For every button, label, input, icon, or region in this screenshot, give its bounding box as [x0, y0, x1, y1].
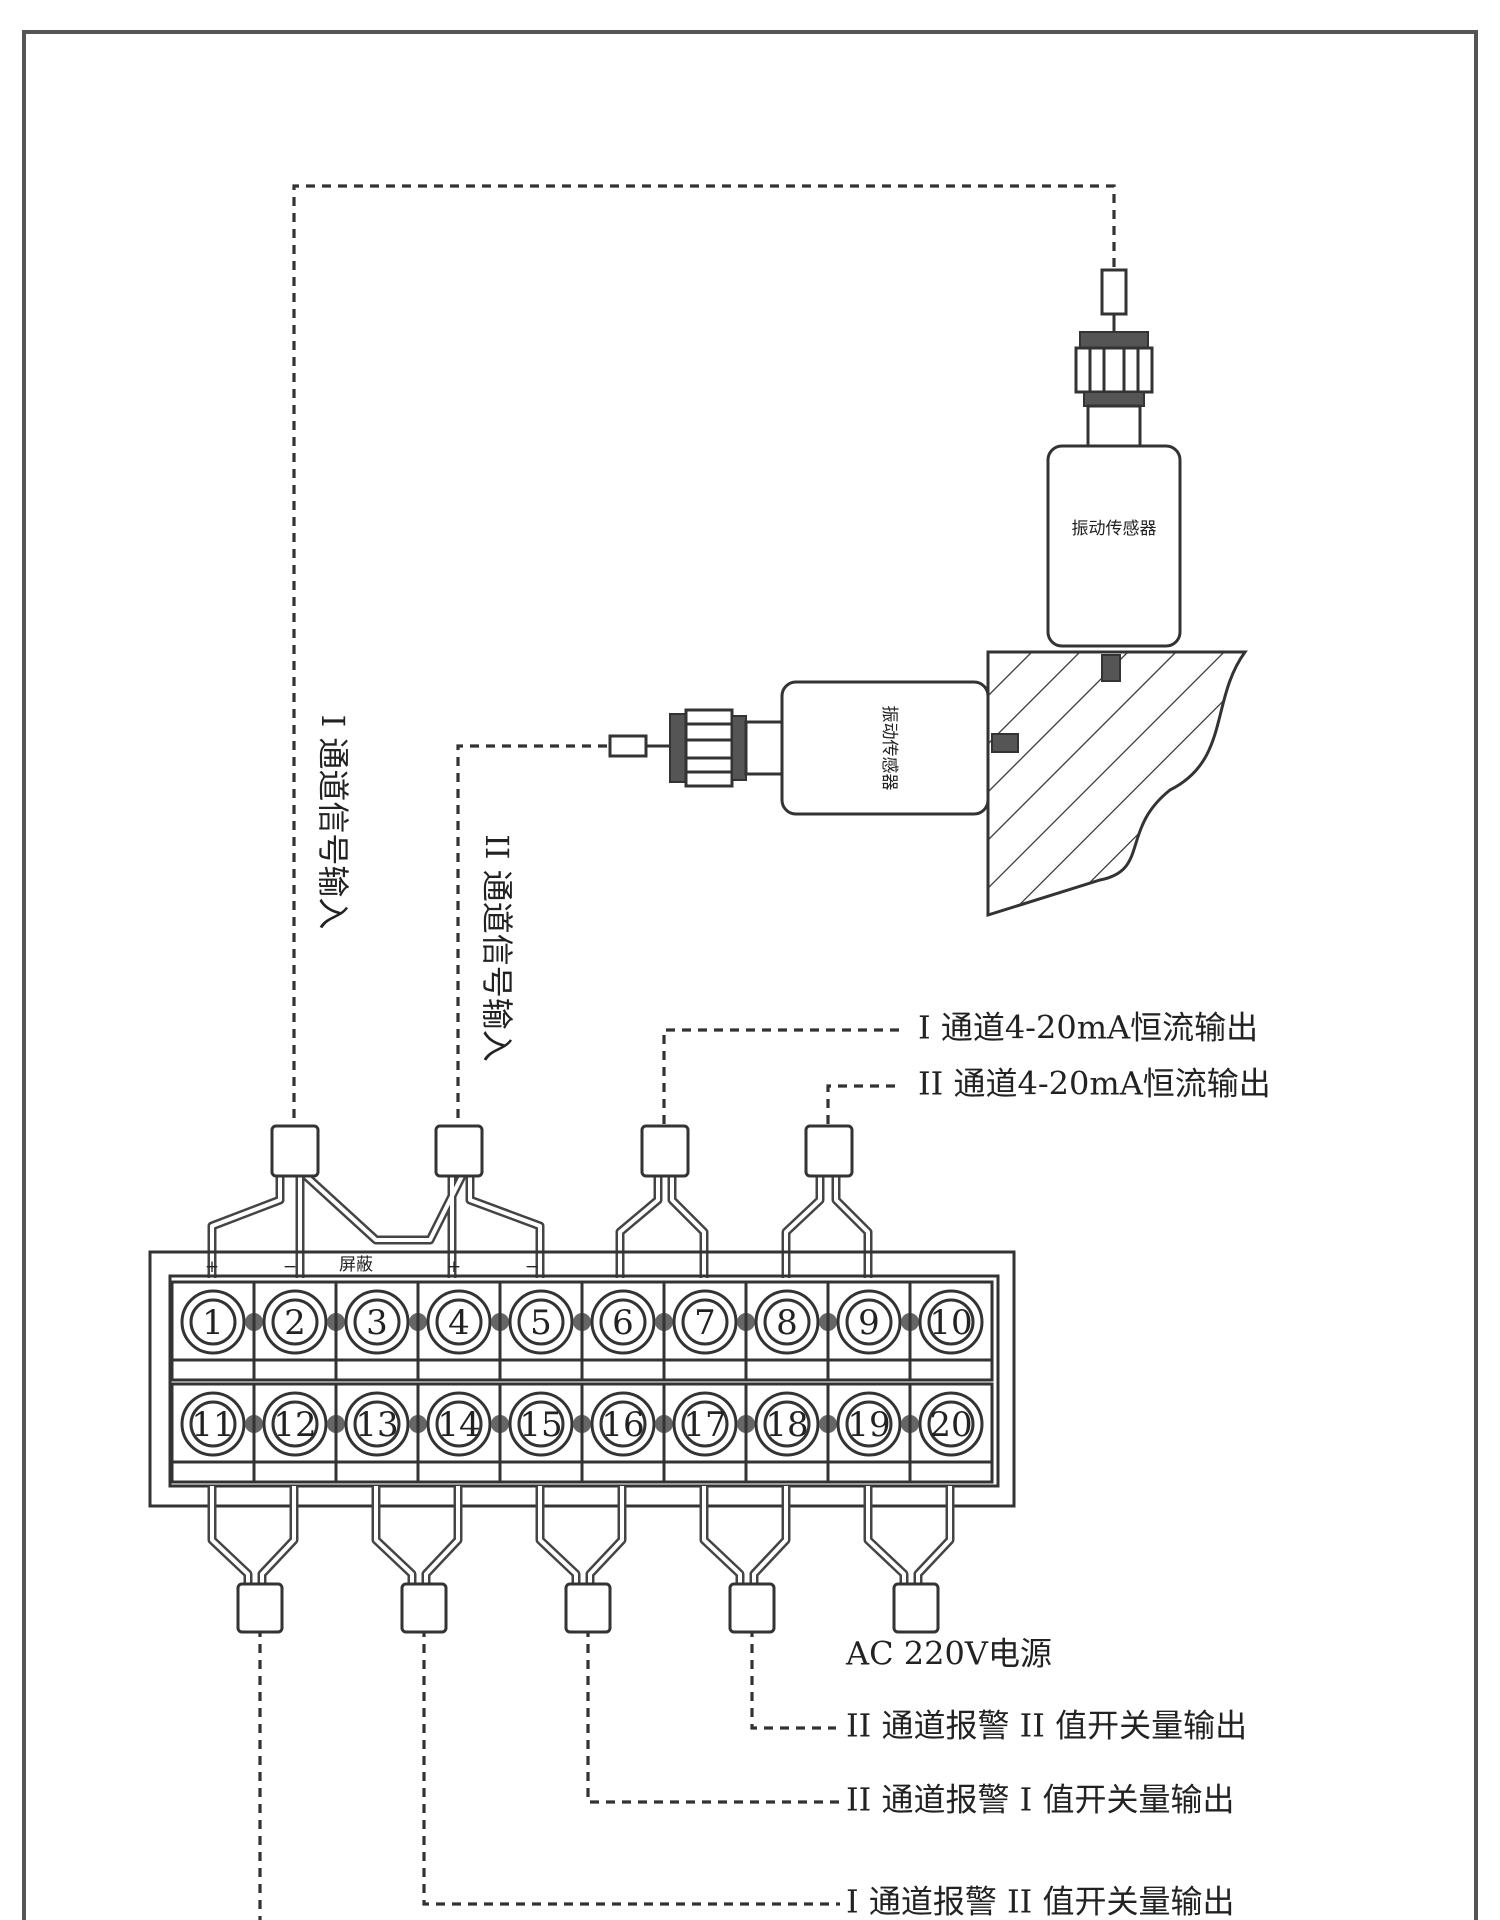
terminal-12: 12: [252, 1382, 345, 1484]
ch2-alarm1-cable: [586, 1628, 840, 1804]
sensor-vertical-label: 振动传感器: [1072, 519, 1157, 539]
ch1-current-label: I 通道4-20mA恒流输出: [918, 1009, 1258, 1047]
shield-mark: 屏蔽: [339, 1255, 373, 1275]
terminal-number: 11: [191, 1405, 234, 1445]
terminal-18: 18: [744, 1382, 837, 1484]
terminal-number: 12: [273, 1405, 316, 1445]
ch2-input-label: II 通道信号输入: [478, 834, 516, 1061]
terminal-number: 10: [929, 1303, 972, 1343]
terminal-number: 19: [847, 1405, 890, 1445]
terminal-14: 14: [416, 1382, 509, 1484]
drawing-frame: [22, 30, 1478, 1920]
polarity-mark-4: +: [447, 1257, 461, 1277]
ch2-alarm1-label: II 通道报警 I 值开关量输出: [846, 1781, 1234, 1819]
terminal-2: 2: [252, 1280, 345, 1382]
terminal-number: 20: [929, 1405, 972, 1445]
terminal-number: 17: [683, 1405, 726, 1445]
terminal-number: 18: [765, 1405, 808, 1445]
sensor-horizontal: 振动传感器: [608, 680, 990, 816]
ch1-signal-cable: [292, 184, 1116, 1118]
terminal-11: 11: [170, 1382, 263, 1484]
terminal-number: 8: [776, 1303, 798, 1343]
ch2-current-label: II 通道4-20mA恒流输出: [918, 1065, 1271, 1103]
terminal-number: 9: [858, 1303, 880, 1343]
ch2-signal-cable: [456, 744, 610, 1118]
bottom-wiring: [207, 1486, 955, 1634]
terminal-number: 15: [519, 1405, 562, 1445]
terminal-4: 4: [416, 1280, 509, 1382]
ch1-alarm2-label: I 通道报警 II 值开关量输出: [846, 1883, 1234, 1920]
sensor-horizontal-label: 振动传感器: [879, 706, 899, 791]
terminal-19: 19: [826, 1382, 919, 1484]
terminal-13: 13: [334, 1382, 427, 1484]
polarity-mark-5: −: [525, 1257, 539, 1277]
sensor-vertical: 振动传感器: [1046, 268, 1182, 648]
terminal-number: 2: [284, 1303, 306, 1343]
ch1-input-label: I 通道信号输入: [314, 715, 352, 930]
mount-bolt-side: [991, 733, 1019, 753]
terminal-number: 6: [612, 1303, 634, 1343]
terminal-number: 16: [601, 1405, 644, 1445]
terminal-5: 5: [498, 1280, 591, 1382]
polarity-mark-1: +: [205, 1257, 219, 1277]
terminal-1: 1: [170, 1280, 263, 1382]
terminal-number: 3: [366, 1303, 388, 1343]
terminal-number: 4: [448, 1303, 470, 1343]
terminal-20: 20: [908, 1382, 994, 1484]
terminal-number: 7: [694, 1303, 716, 1343]
machine-body: [986, 650, 1248, 918]
terminal-7: 7: [662, 1280, 755, 1382]
power-label: AC 220V电源: [845, 1635, 1052, 1673]
ch2-current-cable: [826, 1084, 900, 1124]
polarity-mark-2: −: [283, 1257, 297, 1277]
terminal-9: 9: [826, 1280, 919, 1382]
terminal-number: 1: [202, 1303, 224, 1343]
ch2-alarm2-label: II 通道报警 II 值开关量输出: [846, 1707, 1247, 1745]
ch1-current-cable: [662, 1028, 900, 1124]
terminal-8: 8: [744, 1280, 837, 1382]
terminal-15: 15: [498, 1382, 591, 1484]
terminal-3: 3: [334, 1280, 427, 1382]
terminal-number: 5: [530, 1303, 552, 1343]
ch2-alarm2-cable: [750, 1628, 836, 1730]
terminal-17: 17: [662, 1382, 755, 1484]
terminal-16: 16: [580, 1382, 673, 1484]
terminal-number: 13: [355, 1405, 398, 1445]
terminal-6: 6: [580, 1280, 673, 1382]
terminal-number: 14: [437, 1405, 480, 1445]
terminal-10: 10: [908, 1280, 994, 1382]
top-wiring: [207, 1124, 873, 1278]
ch1-alarm2-cable: [422, 1628, 840, 1906]
mount-bolt-top: [1101, 654, 1121, 682]
